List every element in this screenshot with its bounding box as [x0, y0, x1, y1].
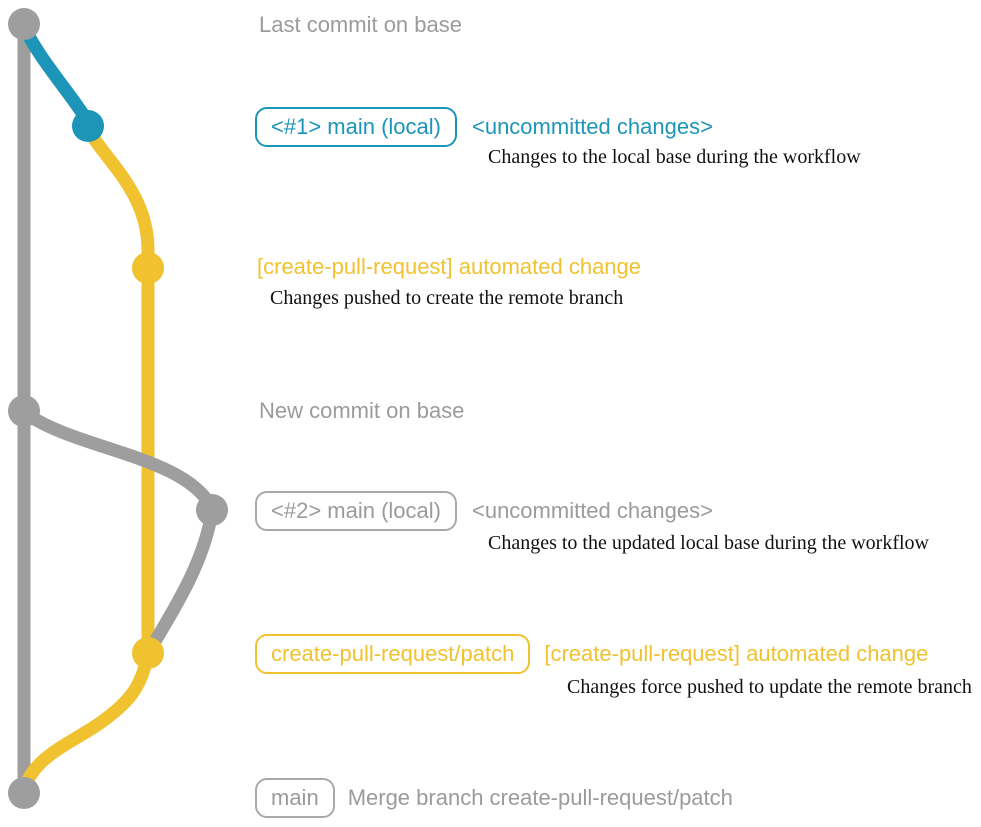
commit-node-last-commit-on-base — [8, 8, 40, 40]
uncommitted-changes-1-description: Changes to the local base during the wor… — [488, 146, 861, 168]
commit-node-automated-change-2 — [132, 637, 164, 669]
commit-node-uncommitted-changes-2 — [196, 494, 228, 526]
automated-change-1-description: Changes pushed to create the remote bran… — [270, 287, 624, 309]
merge-commit-label: Merge branch create-pull-request/patch — [347, 785, 733, 810]
rebase-onto-patch-line — [143, 504, 219, 657]
main-local-1-row: <#1> main (local) <uncommitted changes> — [255, 107, 713, 147]
uncommitted-changes-branch-line — [17, 19, 95, 129]
automated-change-2-label: [create-pull-request] automated change — [544, 641, 929, 666]
patch-branch-line — [17, 121, 155, 798]
main-local-2-row: <#2> main (local) <uncommitted changes> — [255, 491, 713, 531]
commit-node-automated-change-1 — [132, 252, 164, 284]
commit-node-new-commit-on-base — [8, 395, 40, 427]
uncommitted-changes-2-label: <uncommitted changes> — [471, 498, 713, 523]
last-commit-label: Last commit on base — [259, 12, 462, 37]
main-local-1-badge: <#1> main (local) — [255, 107, 457, 147]
main-local-2-badge: <#2> main (local) — [255, 491, 457, 531]
main-branch-badge: main — [255, 778, 335, 818]
automated-change-2-description: Changes force pushed to update the remot… — [567, 676, 972, 698]
new-commit-label: New commit on base — [259, 398, 465, 423]
uncommitted-changes-2-description: Changes to the updated local base during… — [488, 532, 929, 554]
patch-branch-row: create-pull-request/patch [create-pull-r… — [255, 634, 928, 674]
commit-node-merge-commit — [8, 777, 40, 809]
merge-row: main Merge branch create-pull-request/pa… — [255, 778, 733, 818]
updated-base-branch-out-line — [17, 405, 219, 515]
uncommitted-changes-1-label: <uncommitted changes> — [471, 114, 713, 139]
patch-branch-badge: create-pull-request/patch — [255, 634, 531, 674]
automated-change-1-label: [create-pull-request] automated change — [257, 254, 642, 279]
commit-node-uncommitted-changes-1 — [72, 110, 104, 142]
